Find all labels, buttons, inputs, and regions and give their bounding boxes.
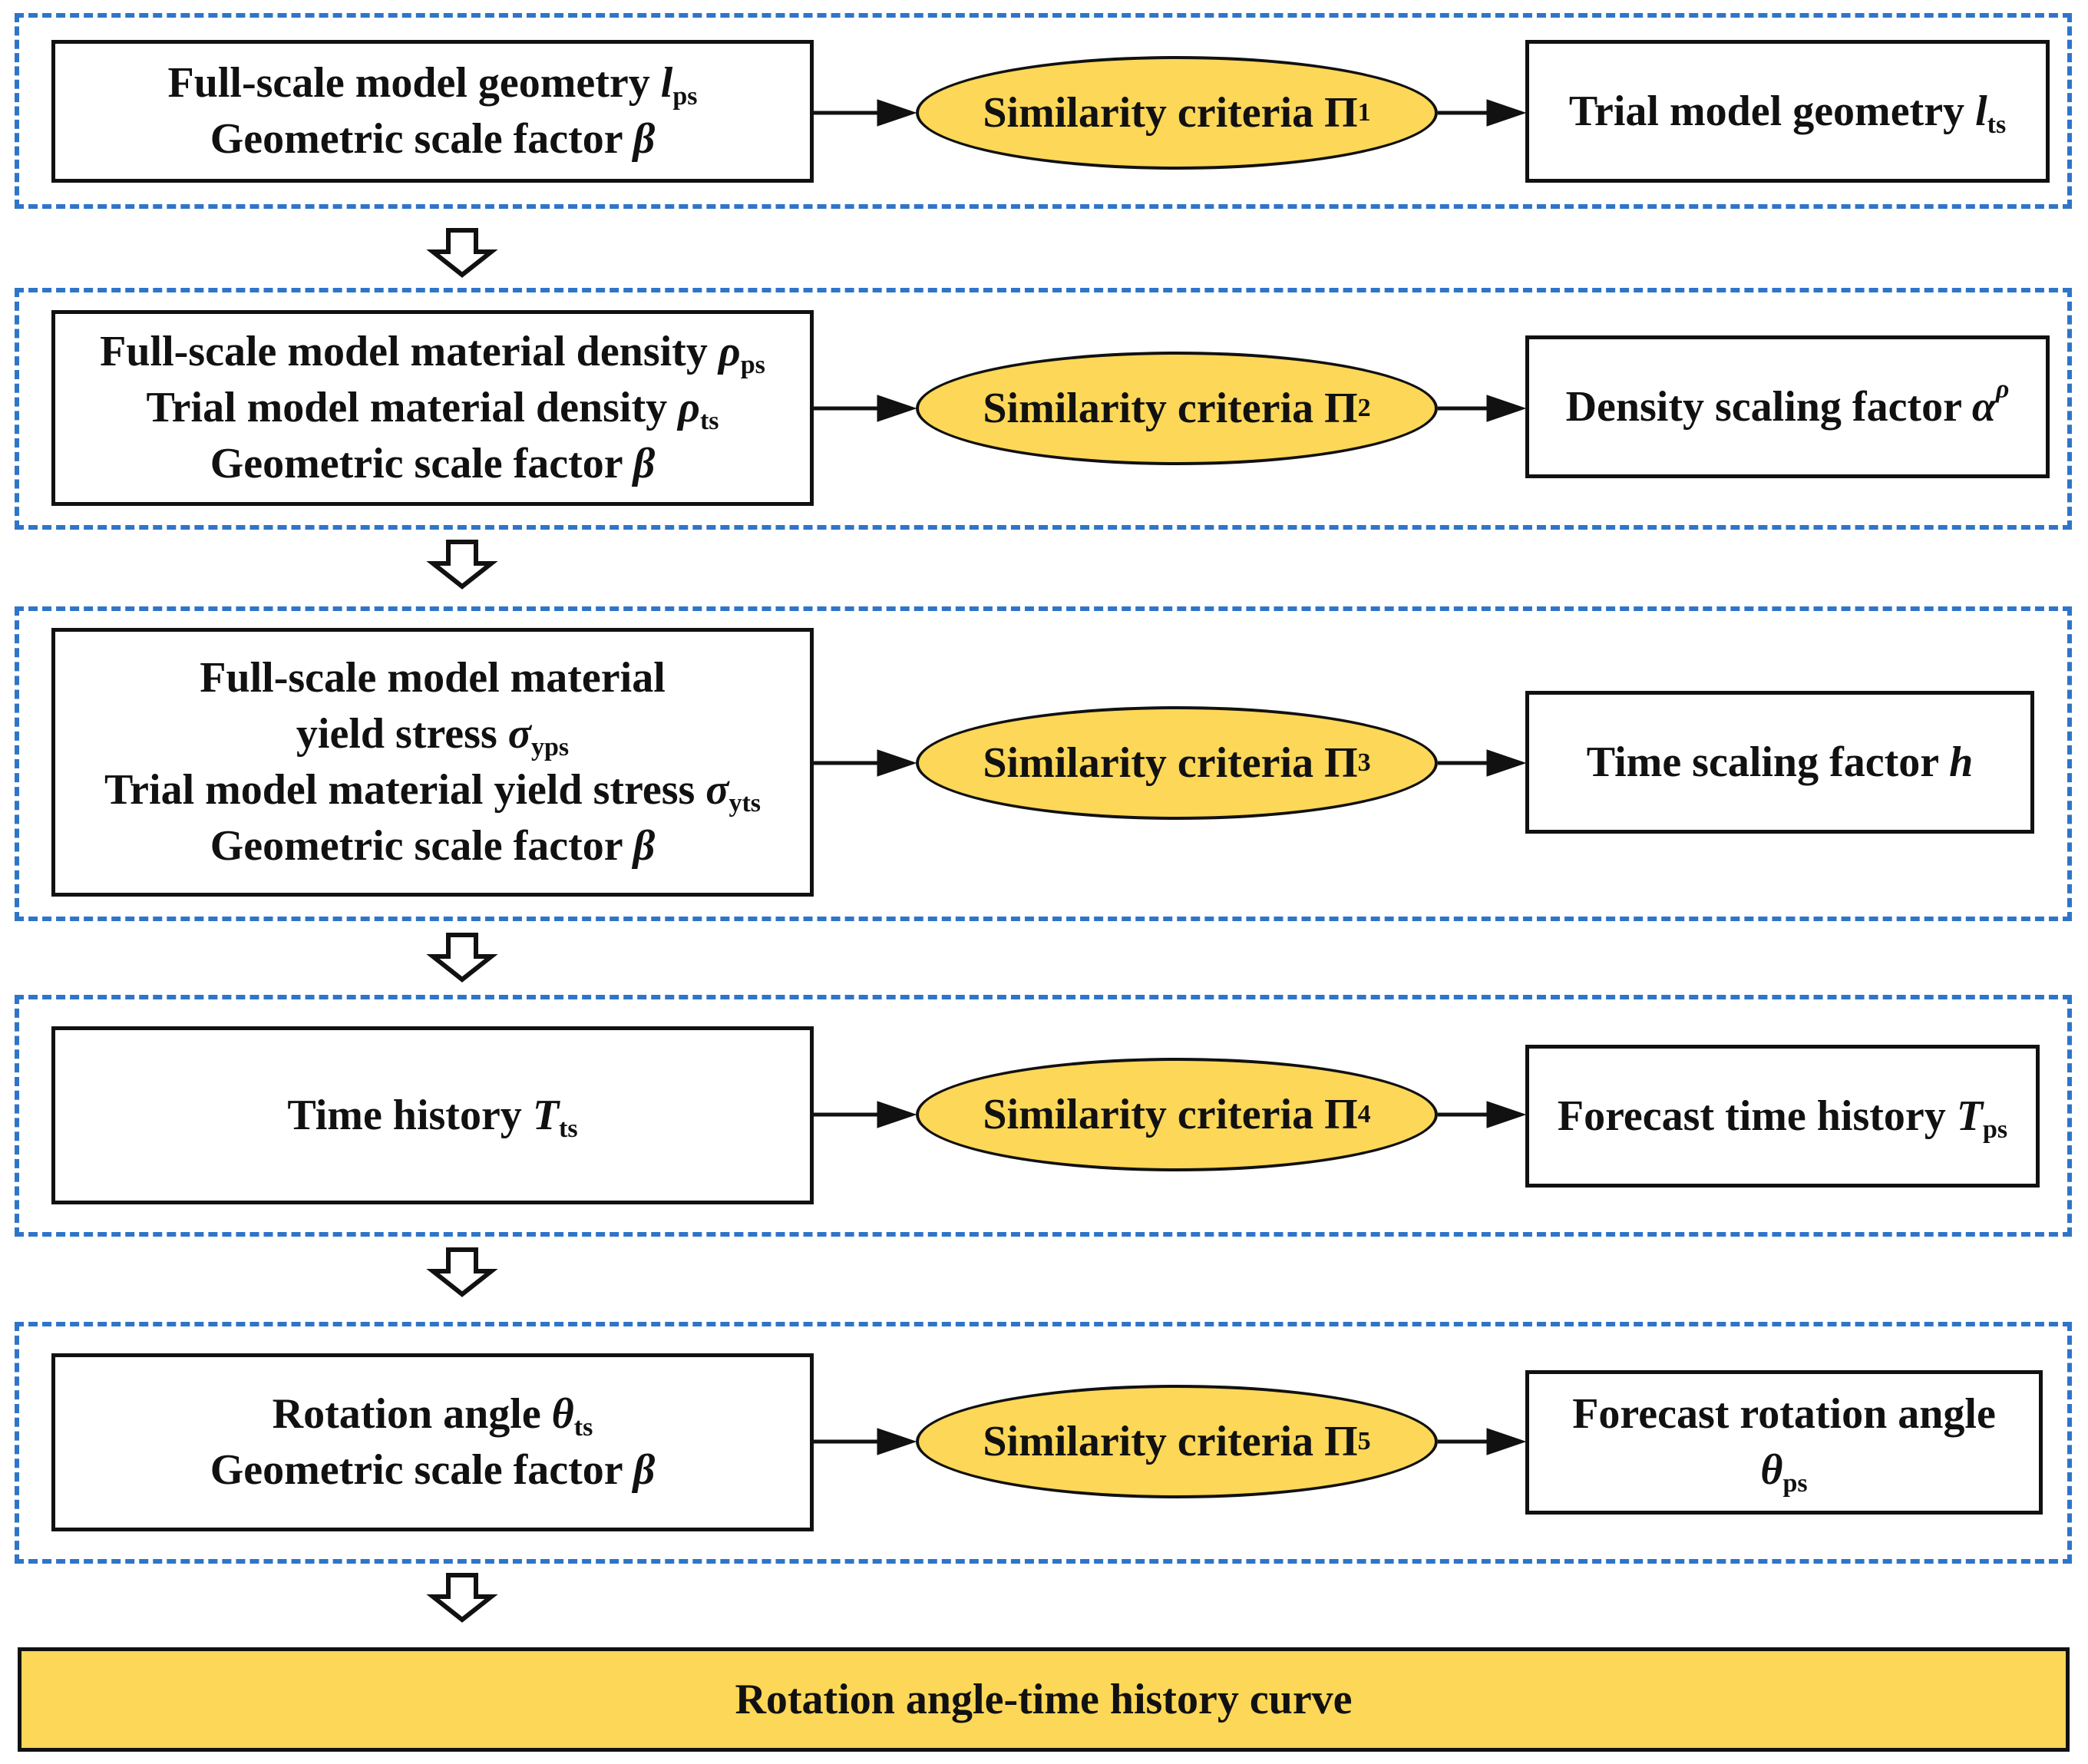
- final-result-label: Rotation angle-time history curve: [735, 1676, 1353, 1723]
- input-to-criteria-arrow: [814, 99, 917, 127]
- down-arrow-icon: [426, 1573, 498, 1623]
- stage-3-output-box: Time scaling factor h: [1525, 691, 2034, 834]
- output-line: θps: [1760, 1446, 1808, 1498]
- criteria-to-output-arrow: [1438, 1428, 1527, 1455]
- input-line: Trial model material yield stress σyts: [104, 766, 762, 818]
- output-line: Forecast rotation angle: [1572, 1390, 1996, 1438]
- stage-4-input-box: Time history Tts: [51, 1026, 814, 1204]
- criteria-to-output-arrow: [1438, 749, 1527, 777]
- criteria-to-output-arrow: [1438, 395, 1527, 422]
- output-line: Time scaling factor h: [1586, 738, 1974, 786]
- input-line: Trial model material density ρts: [146, 384, 719, 436]
- stage-2-input-box: Full-scale model material density ρps Tr…: [51, 310, 814, 506]
- input-line: Geometric scale factor β: [210, 115, 656, 163]
- input-line: Full-scale model material: [200, 654, 666, 702]
- input-to-criteria-arrow: [814, 395, 917, 422]
- stage-2-frame: [15, 288, 2072, 530]
- stage-4-frame: [15, 995, 2072, 1237]
- input-line: Geometric scale factor β: [210, 1446, 656, 1494]
- stage-1-frame: [15, 13, 2072, 209]
- criteria-to-output-arrow: [1438, 1101, 1527, 1128]
- stage-3-input-box: Full-scale model material yield stress σ…: [51, 628, 814, 897]
- output-line: Forecast time history Tps: [1557, 1092, 2008, 1144]
- output-line: Trial model geometry lts: [1568, 87, 2007, 139]
- input-line: Full-scale model material density ρps: [100, 328, 765, 380]
- stage-5-output-box: Forecast rotation angle θps: [1525, 1370, 2043, 1515]
- stage-1-input-box: Full-scale model geometry lps Geometric …: [51, 40, 814, 183]
- input-line: Geometric scale factor β: [210, 440, 656, 487]
- down-arrow-icon: [426, 1247, 498, 1297]
- input-line: yield stress σyps: [296, 710, 570, 762]
- stage-3-frame: [15, 606, 2072, 921]
- criteria-to-output-arrow: [1438, 99, 1527, 127]
- input-to-criteria-arrow: [814, 1428, 917, 1455]
- stage-4-output-box: Forecast time history Tps: [1525, 1045, 2040, 1188]
- stage-2-output-box: Density scaling factor αρ: [1525, 335, 2050, 478]
- final-result-bar: Rotation angle-time history curve: [18, 1647, 2070, 1752]
- down-arrow-icon: [426, 933, 498, 983]
- input-line: Rotation angle θts: [272, 1390, 593, 1442]
- stage-1-output-box: Trial model geometry lts: [1525, 40, 2050, 183]
- output-line: Density scaling factor αρ: [1565, 374, 2010, 431]
- stage-5-frame: [15, 1322, 2072, 1564]
- stage-5-input-box: Rotation angle θts Geometric scale facto…: [51, 1353, 814, 1531]
- down-arrow-icon: [426, 228, 498, 278]
- input-line: Geometric scale factor β: [210, 822, 656, 870]
- input-to-criteria-arrow: [814, 1101, 917, 1128]
- input-line: Full-scale model geometry lps: [167, 59, 698, 111]
- input-to-criteria-arrow: [814, 749, 917, 777]
- input-line: Time history Tts: [287, 1091, 578, 1143]
- down-arrow-icon: [426, 540, 498, 590]
